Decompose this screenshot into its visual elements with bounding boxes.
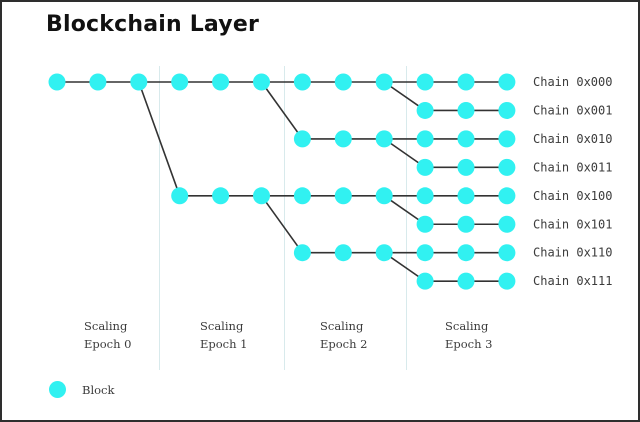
block-dot <box>416 101 434 119</box>
block-dot <box>171 73 189 91</box>
block-dot <box>130 73 148 91</box>
block-dot <box>498 158 516 176</box>
block-dot <box>212 73 230 91</box>
block-dot <box>253 187 270 205</box>
block-dot <box>334 244 352 262</box>
chain-label: Chain 0x010 <box>533 132 612 146</box>
block-dot <box>375 130 393 148</box>
chain-label: Chain 0x100 <box>533 189 612 203</box>
block-dot <box>457 101 475 119</box>
block-legend-dot <box>49 381 66 398</box>
block-dot <box>416 130 434 148</box>
legend: Block <box>49 381 114 398</box>
block-dot <box>293 187 311 205</box>
block-dot <box>375 73 393 91</box>
block-dot <box>416 272 434 290</box>
fork-line <box>260 81 304 140</box>
fork-line <box>138 81 181 197</box>
block-dot <box>375 244 393 262</box>
block-dot <box>457 244 475 262</box>
fork-line <box>260 195 304 254</box>
block-dot <box>457 130 475 148</box>
block-legend-label: Block <box>82 382 115 397</box>
block-dot <box>498 187 516 205</box>
chain-label: Chain 0x101 <box>533 217 612 231</box>
block-dot <box>457 215 475 233</box>
chain-label: Chain 0x001 <box>533 103 612 117</box>
block-dot <box>457 73 475 91</box>
block-dot <box>212 187 230 205</box>
figure-title: Blockchain Layer <box>46 12 260 37</box>
block-dot <box>89 73 107 91</box>
chain-label: Chain 0x000 <box>533 75 612 89</box>
block-dot <box>498 272 516 290</box>
block-dot <box>293 244 311 262</box>
block-dot <box>498 73 516 91</box>
block-dot <box>293 73 311 91</box>
chain-label: Chain 0x111 <box>533 274 612 288</box>
block-dot <box>416 158 434 176</box>
block-dot <box>48 73 66 91</box>
block-dot <box>416 187 434 205</box>
block-dot <box>416 215 434 233</box>
block-dot <box>253 73 270 91</box>
block-dot <box>498 244 516 262</box>
block-dot <box>416 244 434 262</box>
chain-label: Chain 0x011 <box>533 160 612 174</box>
block-dot <box>293 130 311 148</box>
block-dot <box>457 187 475 205</box>
block-dot <box>457 272 475 290</box>
block-dot <box>334 187 352 205</box>
chain-label: Chain 0x110 <box>533 246 612 260</box>
block-dot <box>334 73 352 91</box>
block-dot <box>171 187 189 205</box>
block-dot <box>334 130 352 148</box>
block-dot <box>457 158 475 176</box>
block-dot <box>498 130 516 148</box>
block-dot <box>498 215 516 233</box>
block-dot <box>416 73 434 91</box>
block-dot <box>375 187 393 205</box>
block-dot <box>498 101 516 119</box>
